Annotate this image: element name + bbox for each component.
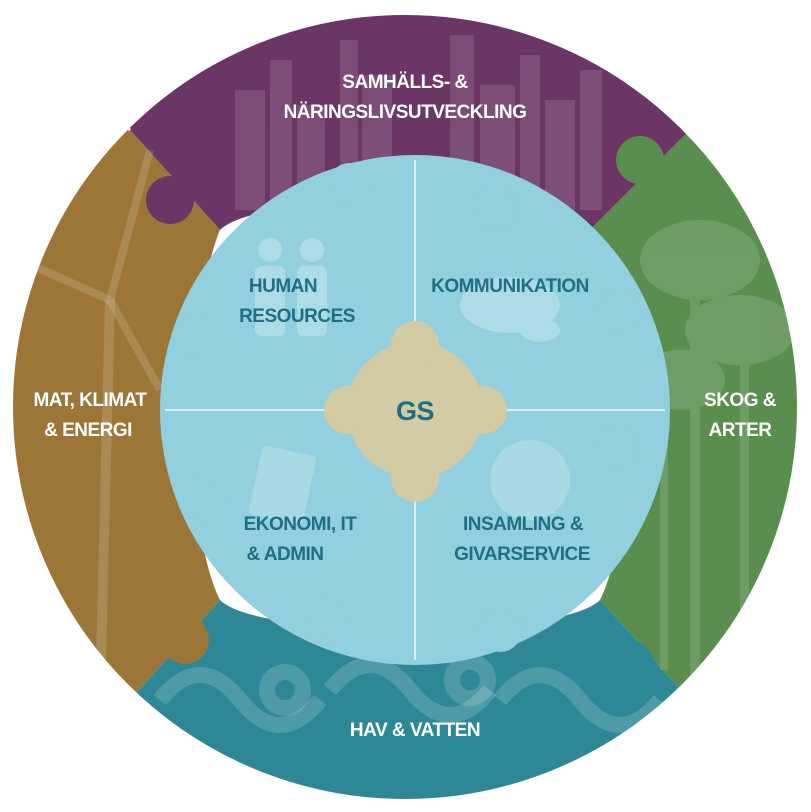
label-hr-line1: HUMAN — [249, 276, 317, 297]
label-insamling-line2: GIVARSERVICE — [454, 544, 590, 565]
waves-icon — [153, 654, 667, 733]
label-left-line1: MAT, KLIMAT — [33, 390, 147, 411]
people-icon — [255, 238, 327, 336]
label-kommunikation: KOMMUNIKATION — [431, 276, 589, 297]
label-center-gs: GS — [396, 396, 434, 426]
label-right-line2: ARTER — [709, 420, 773, 441]
label-insamling-line1: INSAMLING & — [463, 514, 584, 535]
label-ekonomi-line2: & ADMIN — [246, 544, 323, 565]
label-top-line2: NÄRINGSLIVSUTVECKLING — [284, 102, 527, 123]
speech-bubbles-icon — [460, 277, 560, 342]
outer-knobs — [146, 136, 664, 689]
label-left-line2: & ENERGI — [44, 420, 132, 441]
label-ekonomi-line1: EKONOMI, IT — [244, 514, 358, 535]
label-bottom: HAV & VATTEN — [350, 720, 480, 741]
label-right-line1: SKOG & — [704, 390, 777, 411]
document-hand-icon — [249, 445, 316, 525]
wind-turbine-icon — [18, 148, 164, 701]
outer-rim — [7, 9, 803, 805]
center-piece — [324, 321, 507, 502]
segment-top — [130, 12, 690, 230]
label-hr-line2: RESOURCES — [239, 306, 355, 327]
panda-icon — [490, 440, 570, 520]
label-top-line1: SAMHÄLLS- & — [342, 72, 468, 93]
